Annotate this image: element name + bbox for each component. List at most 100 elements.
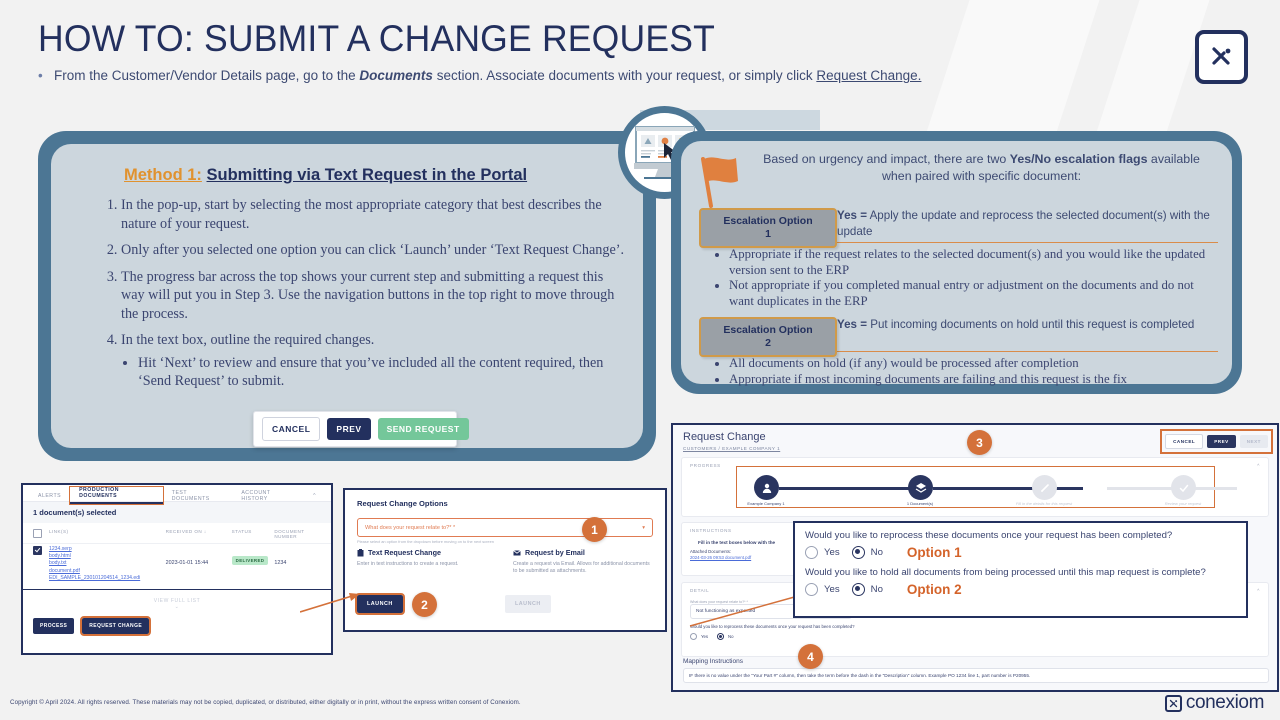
- radio-no[interactable]: [717, 633, 725, 640]
- email-request-heading-label: Request by Email: [525, 548, 585, 557]
- text-request-body: Enter in text instructions to create a r…: [357, 561, 459, 567]
- prev-button[interactable]: PREV: [327, 418, 371, 440]
- step-badge-3: 3: [967, 430, 992, 455]
- doc-link[interactable]: body.html: [49, 553, 71, 560]
- request-change-button[interactable]: REQUEST CHANGE: [80, 616, 152, 637]
- tab-alerts[interactable]: ALERTS: [38, 492, 62, 499]
- footer-copyright: Copyright © April 2024. All rights reser…: [10, 699, 521, 706]
- send-request-button[interactable]: SEND REQUEST: [377, 418, 469, 440]
- escalation-option-2-bullets: All documents on hold (if any) would be …: [699, 356, 1218, 387]
- x-mark-icon: [1211, 47, 1230, 65]
- launch-text-request-button[interactable]: LAUNCH: [355, 592, 405, 615]
- footer-logo: conexiom: [1164, 692, 1264, 714]
- doc-link[interactable]: 1234.xerp: [49, 546, 72, 552]
- tab-account-history[interactable]: ACCOUNT HISTORY: [241, 489, 271, 502]
- documents-action-buttons: PROCESS REQUEST CHANGE: [23, 610, 331, 637]
- detail-radio-group: Yes No: [690, 633, 1260, 640]
- callout-question-2: Would you like to hold all documents fro…: [805, 567, 1206, 578]
- method-steps-list: In the pop-up, start by selecting the mo…: [99, 196, 627, 399]
- step-2-dot[interactable]: [908, 475, 933, 500]
- doc-link[interactable]: document.pdf: [49, 567, 80, 574]
- launch-email-request-button: LAUNCH: [505, 594, 551, 613]
- col-received-on-label: RECEIVED ON: [165, 529, 203, 534]
- step-badge-2: 2: [412, 592, 437, 617]
- callout-1-radio-no[interactable]: [851, 546, 865, 559]
- progress-label[interactable]: PROGRESS ^: [682, 458, 1268, 473]
- dropdown-help-text: Please select an option from the dropdow…: [357, 539, 494, 544]
- esc2-bullet: All documents on hold (if any) would be …: [729, 356, 1218, 372]
- intro-text-2: section. Associate documents with your r…: [432, 68, 817, 83]
- escalation-option-1-bullets: Appropriate if the request relates to th…: [699, 247, 1218, 309]
- select-all-checkbox[interactable]: [33, 529, 42, 538]
- method-1-title: Method 1: Submitting via Text Request in…: [124, 166, 527, 185]
- layers-icon: [915, 482, 926, 493]
- callout-1-no-label: No: [870, 547, 883, 558]
- mapping-instructions-input[interactable]: IF there is no value under the "Your Par…: [683, 668, 1269, 683]
- rc-prev-button[interactable]: PREV: [1207, 435, 1236, 448]
- col-document-number: DOCUMENT NUMBER: [274, 529, 305, 539]
- esc1-def-text: Apply the update and reprocess the selec…: [837, 209, 1210, 238]
- callout-radio-group-1: Yes No Option 1: [805, 545, 1236, 560]
- chevron-down-icon: ▾: [642, 524, 645, 531]
- request-relate-dropdown[interactable]: What does your request relate to?* * ▾: [357, 518, 653, 537]
- process-button[interactable]: PROCESS: [33, 618, 75, 635]
- rc-cancel-button[interactable]: CANCEL: [1165, 434, 1204, 449]
- callout-2-radio-no[interactable]: [851, 583, 865, 596]
- esc2-bullet: Appropriate if most incoming documents a…: [729, 372, 1218, 388]
- col-received-on[interactable]: RECEIVED ON ↓: [165, 529, 207, 534]
- col-status: STATUS: [231, 529, 252, 534]
- escalation-option-1-tag: Escalation Option 1: [699, 208, 837, 248]
- collapse-chevron-icon[interactable]: ^: [313, 492, 316, 499]
- step-3-dot[interactable]: [1032, 475, 1057, 500]
- progress-stepper: Example Company 1 1 Document(s) Fill in …: [736, 466, 1237, 508]
- instructions-label: INSTRUCTIONS: [690, 528, 732, 533]
- detail-label[interactable]: DETAIL ^: [682, 583, 1268, 598]
- check-icon: [1179, 484, 1188, 492]
- escalation-option-2-definition: Yes = Put incoming documents on hold unt…: [837, 317, 1218, 352]
- callout-1-radio-yes[interactable]: [805, 546, 818, 559]
- method-1-inner: Method 1: Submitting via Text Request in…: [51, 144, 643, 448]
- col-links: LINK(S): [49, 529, 69, 534]
- callout-2-yes-label: Yes: [824, 584, 840, 595]
- breadcrumb[interactable]: CUSTOMERS / EXAMPLE COMPANY 1: [683, 446, 781, 451]
- esc1-bullet: Not appropriate if you completed manual …: [729, 278, 1218, 309]
- radio-yes[interactable]: [690, 633, 697, 640]
- row-checkbox[interactable]: [33, 546, 42, 555]
- esc2-tag-line1: Escalation Option: [723, 324, 813, 336]
- method-1-card: Method 1: Submitting via Text Request in…: [38, 131, 656, 461]
- row-status: DELIVERED: [231, 546, 275, 582]
- mapping-instructions-block: Mapping Instructions IF there is no valu…: [683, 658, 1269, 683]
- doc-link[interactable]: EDI_SAMPLE_230101204514_1234.edi: [49, 574, 141, 581]
- doc-link[interactable]: body.txt: [49, 560, 67, 567]
- callout-2-radio-yes[interactable]: [805, 583, 818, 596]
- step-2-label: 1 Document(s): [906, 501, 934, 506]
- chevron-down-icon: ⌄: [174, 604, 180, 611]
- selected-count-banner: 1 document(s) selected: [23, 502, 331, 523]
- user-icon: [762, 483, 771, 493]
- view-full-list-link[interactable]: VIEW FULL LIST ⌄: [23, 590, 331, 610]
- esc-intro-b: Yes/No escalation flags: [1009, 152, 1148, 166]
- esc1-yes: Yes =: [837, 209, 867, 222]
- step-4-label: Review your request: [1164, 501, 1202, 506]
- escalation-option-1: Escalation Option 1 Yes = Apply the upda…: [699, 208, 1218, 309]
- request-by-email-option: Request by Email Create a request via Em…: [513, 548, 653, 576]
- step-1-label: Example Company 1: [747, 501, 785, 506]
- text-request-heading-label: Text Request Change: [368, 548, 441, 557]
- step-1-dot[interactable]: [754, 475, 779, 500]
- radio-yes-label: Yes: [701, 634, 709, 639]
- tab-test-documents[interactable]: TEST DOCUMENTS: [171, 489, 210, 502]
- tab-production-documents[interactable]: PRODUCTION DOCUMENTS: [69, 486, 164, 505]
- option-1-label: Option 1: [906, 545, 962, 560]
- step-4-dot[interactable]: [1171, 475, 1196, 500]
- connector-arrow-1: [300, 593, 360, 613]
- email-request-body: Create a request via Email. Allows for a…: [513, 561, 650, 575]
- attached-document-link[interactable]: 2024-03-26 09:53 document.pdf: [690, 555, 752, 560]
- bullet-dot: •: [38, 68, 43, 83]
- collapse-chevron-icon[interactable]: ^: [1257, 588, 1260, 593]
- radio-no-label: No: [728, 634, 734, 639]
- method-heading: Submitting via Text Request in the Porta…: [206, 166, 528, 184]
- row-document-number: 1234: [274, 560, 287, 566]
- intro-link[interactable]: Request Change.: [816, 68, 922, 83]
- collapse-chevron-icon[interactable]: ^: [1257, 463, 1260, 468]
- cancel-button[interactable]: CANCEL: [262, 417, 321, 441]
